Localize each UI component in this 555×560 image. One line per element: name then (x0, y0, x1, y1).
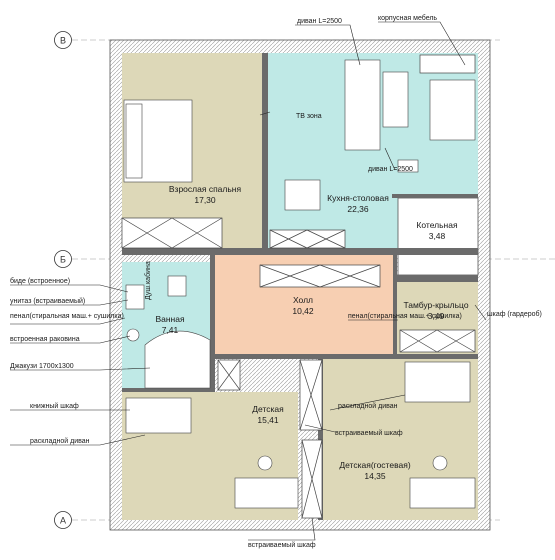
callout-sofa-top: диван L=2500 (297, 18, 342, 25)
room-boiler (397, 197, 479, 276)
callout-shower: Душ.кабина (144, 261, 152, 300)
callout-sofa-bed-right: раскладной диван (338, 402, 398, 410)
axis-marker-a (54, 511, 72, 529)
axis-marker-b (54, 250, 72, 268)
callouts: диван L=2500 корпусная мебель ТВ зона ди… (10, 14, 542, 549)
axis-label-v: В (60, 36, 66, 46)
callout-toilet: унитаз (встраиваемый) (10, 297, 85, 305)
axis-label-b: Б (60, 255, 66, 265)
label-bathroom-area: 7,41 (162, 325, 179, 335)
interior-walls (122, 53, 478, 520)
callout-builtin-sink: встроенная раковина (10, 336, 80, 343)
bathroom-fixtures (125, 275, 211, 389)
label-master-bedroom-name: Взрослая спальня (169, 184, 242, 194)
callout-leaders (10, 21, 487, 541)
callout-bookcase: книжный шкаф (30, 402, 79, 410)
axis-marker-v (54, 31, 72, 49)
double-bed (123, 99, 193, 183)
callout-cabinet-washer-hall: пенал(стиральная маш.+ сушилка) (348, 313, 462, 320)
callout-cabinet-washer-bath: пенал(стиральная маш.+ сушилка) (10, 313, 124, 320)
label-kitchen-area: 22,36 (347, 204, 369, 214)
callout-builtin-wardrobe-bottom: встраиваемый шкаф (248, 541, 316, 549)
label-hall-name: Холл (293, 295, 313, 305)
callout-bidet: биде (встроенное) (10, 277, 70, 285)
kitchen-furniture (284, 59, 476, 211)
label-guest-kids-name: Детская(гостевая) (339, 460, 410, 470)
axis-label-a: А (60, 516, 66, 526)
label-boiler-name: Котельная (416, 220, 458, 230)
label-vestibule-name: Тамбур-крыльцо (403, 300, 468, 310)
builtin-cabinets (121, 54, 476, 519)
label-kitchen-name: Кухня-столовая (327, 193, 389, 203)
kids-furniture (125, 361, 476, 509)
callout-tv-zone: ТВ зона (296, 113, 322, 120)
callout-sofa-bed-left: раскладной диван (30, 437, 90, 445)
label-hall-area: 10,42 (292, 306, 314, 316)
room-labels: Взрослая спальня 17,30 Кухня-столовая 22… (155, 184, 468, 481)
axis-markers: В Б А (54, 31, 72, 529)
label-master-bedroom-area: 17,30 (194, 195, 216, 205)
label-boiler-area: 3,48 (429, 231, 446, 241)
label-kids-area: 15,41 (257, 415, 279, 425)
label-bathroom-name: Ванная (155, 314, 185, 324)
callout-builtin-wardrobe-mid: встраиваемый шкаф (335, 429, 403, 437)
label-guest-kids-area: 14,35 (364, 471, 386, 481)
label-vestibule-area: 3,49 (428, 311, 445, 321)
callout-cabinet-furniture: корпусная мебель (378, 14, 437, 22)
callout-wardrobe-hall: шкаф (гардероб) (487, 310, 542, 318)
label-kids-name: Детская (252, 404, 284, 414)
callout-jacuzzi: Джакузи 1700х1300 (10, 363, 74, 370)
callout-sofa-mid: диван L=2500 (368, 166, 413, 173)
